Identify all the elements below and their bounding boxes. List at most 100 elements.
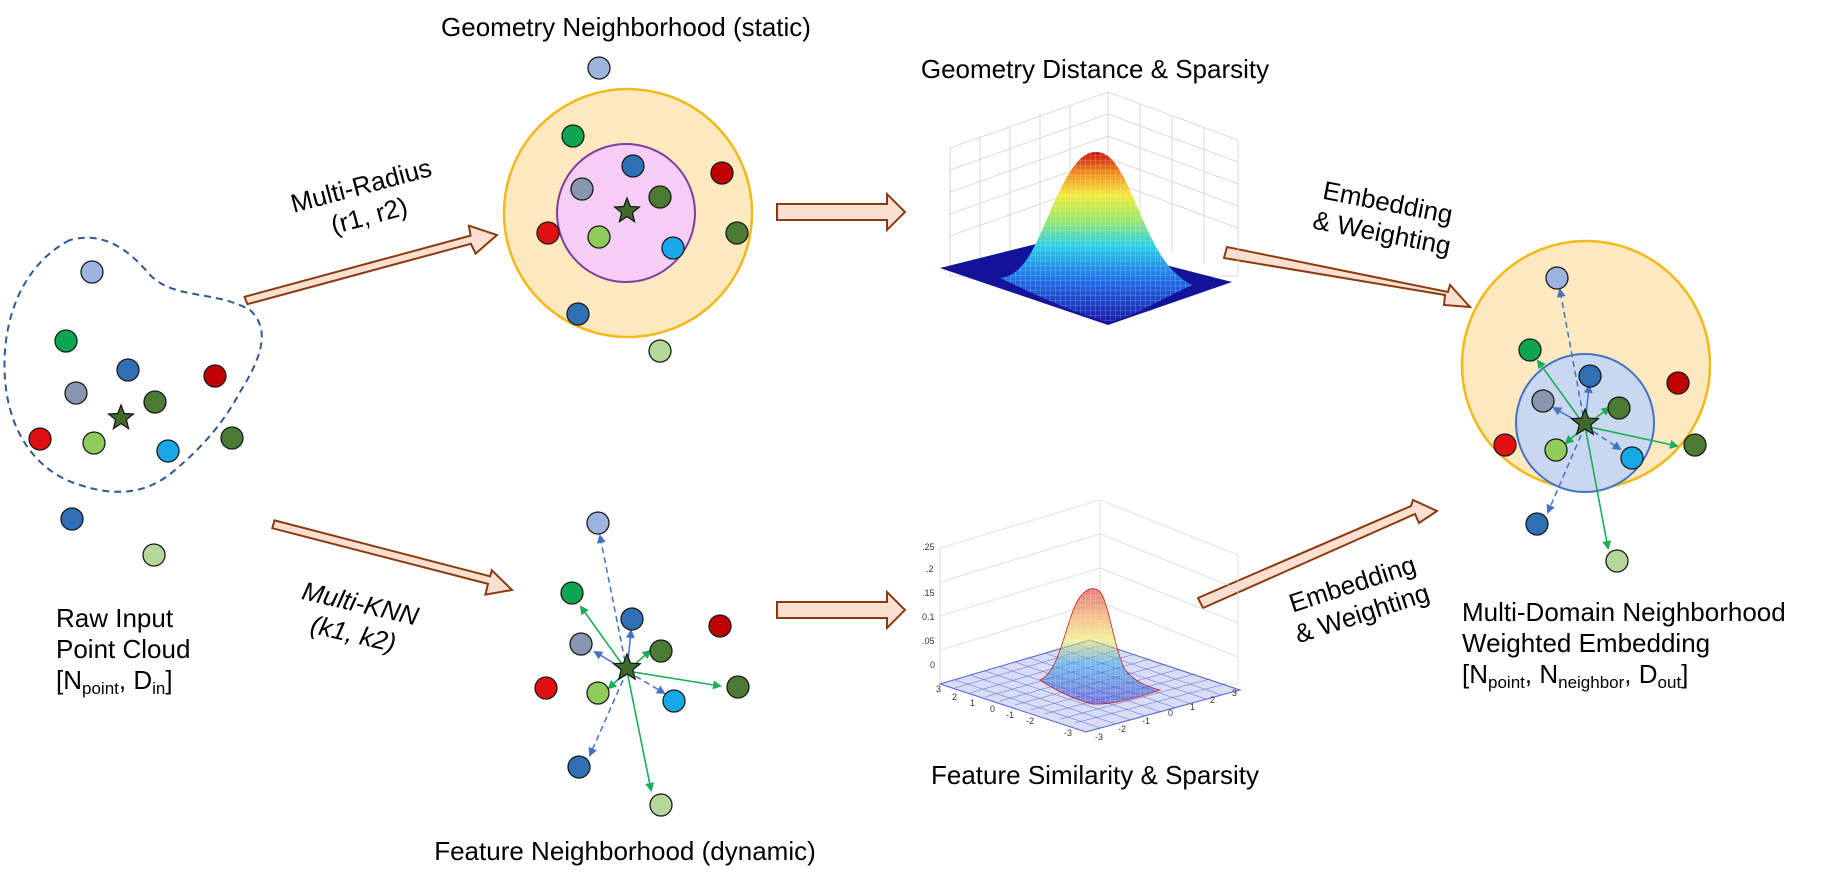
out-point-pale-green	[1605, 549, 1629, 573]
z-tick-5: 0	[930, 660, 935, 670]
raw-n: N	[63, 665, 83, 696]
out-center-star-icon	[1570, 407, 1600, 436]
out-nb-sub: neighbor	[1558, 673, 1625, 693]
out-point-dark-green	[1607, 396, 1631, 420]
arrow-embed-top	[1222, 245, 1473, 309]
geo-point-green	[561, 124, 585, 148]
wire-tick-labels: .25 .2 .15 0.1 .05 0 3 2 1 0 -1 -2 -3 -3…	[922, 542, 1237, 742]
geo-point-pale-green	[648, 339, 672, 363]
geo-point-yellow-green	[587, 225, 611, 249]
wire-grid-box	[939, 499, 1239, 685]
out-d-sub: out	[1657, 673, 1682, 693]
raw-point-cloud	[3, 236, 263, 567]
out-point-yellow-green	[1544, 438, 1568, 462]
feat-point-red	[534, 676, 558, 700]
x-tick-3: 0	[990, 704, 995, 714]
geo-point-dark-green	[648, 185, 672, 209]
point-cloud-dashed-outline	[3, 236, 263, 493]
x-tick-6: -3	[1064, 728, 1072, 738]
z-tick-4: .05	[922, 636, 935, 646]
feat-point-blue-2	[567, 755, 591, 779]
point-blue-2	[60, 507, 84, 531]
arrow-to-geometry	[243, 224, 499, 306]
geometry-neighborhood	[502, 56, 754, 363]
x-tick-4: -1	[1006, 710, 1014, 720]
raw-points	[28, 260, 244, 567]
point-blue	[116, 358, 140, 382]
feat-point-pale-green	[649, 793, 673, 817]
y-tick-1: -2	[1118, 724, 1126, 734]
out-point-green	[1518, 338, 1542, 362]
output-neighborhood	[1460, 239, 1712, 573]
point-cyan	[156, 439, 180, 463]
feature-neighborhood-title: Feature Neighborhood (dynamic)	[434, 836, 816, 866]
point-light-blue	[80, 260, 104, 284]
geo-point-cyan	[661, 236, 685, 260]
arrow-geo-to-plot	[776, 191, 907, 233]
geo-point-light-blue	[587, 56, 611, 80]
raw-sep: ,	[118, 665, 134, 696]
feature-neighborhood	[534, 511, 750, 817]
out-n: N	[1469, 659, 1489, 690]
feat-point-yellow-green	[586, 681, 610, 705]
output-line2: Weighted Embedding	[1462, 628, 1711, 659]
raw-n-sub: point	[82, 679, 119, 699]
out-point-gray-blue	[1531, 389, 1555, 413]
out-point-cyan	[1620, 446, 1644, 470]
surface-peak-mesh	[1000, 152, 1192, 322]
geo-point-blue-2	[566, 302, 590, 326]
geo-point-dark-red	[710, 161, 734, 185]
out-point-light-blue	[1545, 266, 1569, 290]
out-point-dark-red	[1666, 371, 1690, 395]
arrow-feat-to-plot	[776, 589, 907, 631]
point-dark-green-2	[220, 426, 244, 450]
out-point-blue-2	[1525, 512, 1549, 536]
z-tick-0: .25	[922, 542, 935, 552]
feat-point-dark-red	[708, 614, 732, 638]
point-gray-blue	[64, 381, 88, 405]
geo-point-dark-green-2	[725, 221, 749, 245]
output-line1: Multi-Domain Neighborhood	[1462, 597, 1786, 627]
feat-point-gray-blue	[569, 632, 593, 656]
x-tick-1: 2	[952, 692, 957, 702]
feat-point-blue	[620, 607, 644, 631]
center-star-icon	[107, 403, 135, 430]
point-dark-red	[203, 364, 227, 388]
geo-center-star-icon	[613, 196, 641, 223]
out-sep1: ,	[1524, 659, 1540, 690]
feat-point-cyan	[662, 689, 686, 713]
point-pale-green	[142, 543, 166, 567]
feature-links-blue	[588, 534, 666, 757]
out-point-red	[1493, 433, 1517, 457]
out-point-blue	[1578, 364, 1602, 388]
y-tick-3: 0	[1168, 708, 1173, 718]
y-tick-6: 3	[1232, 688, 1237, 698]
feat-center-star-icon	[612, 652, 642, 681]
feat-point-green	[560, 581, 584, 605]
out-d: D	[1638, 659, 1658, 690]
feat-point-dark-green	[649, 639, 673, 663]
y-tick-2: -1	[1142, 716, 1150, 726]
raw-input-shape: [Npoint, Din]	[56, 665, 173, 699]
y-tick-5: 2	[1210, 695, 1215, 705]
raw-d-sub: in	[152, 679, 166, 699]
x-tick-0: 3	[936, 684, 941, 694]
out-points	[1493, 266, 1707, 573]
feat-point-light-blue	[586, 511, 610, 535]
geometry-distance-title: Geometry Distance & Sparsity	[920, 54, 1270, 84]
raw-input-label: Raw Input Point Cloud [Npoint, Din]	[56, 603, 190, 700]
feature-gaussian-wireframe: .25 .2 .15 0.1 .05 0 3 2 1 0 -1 -2 -3 -3…	[922, 499, 1242, 742]
out-point-dark-green-2	[1683, 433, 1707, 457]
output-label: Multi-Domain Neighborhood Weighted Embed…	[1462, 597, 1786, 694]
x-tick-2: 1	[970, 698, 975, 708]
y-tick-4: 1	[1190, 702, 1195, 712]
y-tick-0: -3	[1095, 732, 1103, 742]
geo-points	[536, 56, 749, 363]
raw-d: D	[133, 665, 153, 696]
z-tick-3: 0.1	[922, 612, 935, 622]
point-yellow-green	[82, 431, 106, 455]
output-shape: [Npoint, Nneighbor, Dout]	[1462, 659, 1689, 693]
geometry-gaussian-surface	[940, 91, 1239, 325]
point-red	[28, 427, 52, 451]
